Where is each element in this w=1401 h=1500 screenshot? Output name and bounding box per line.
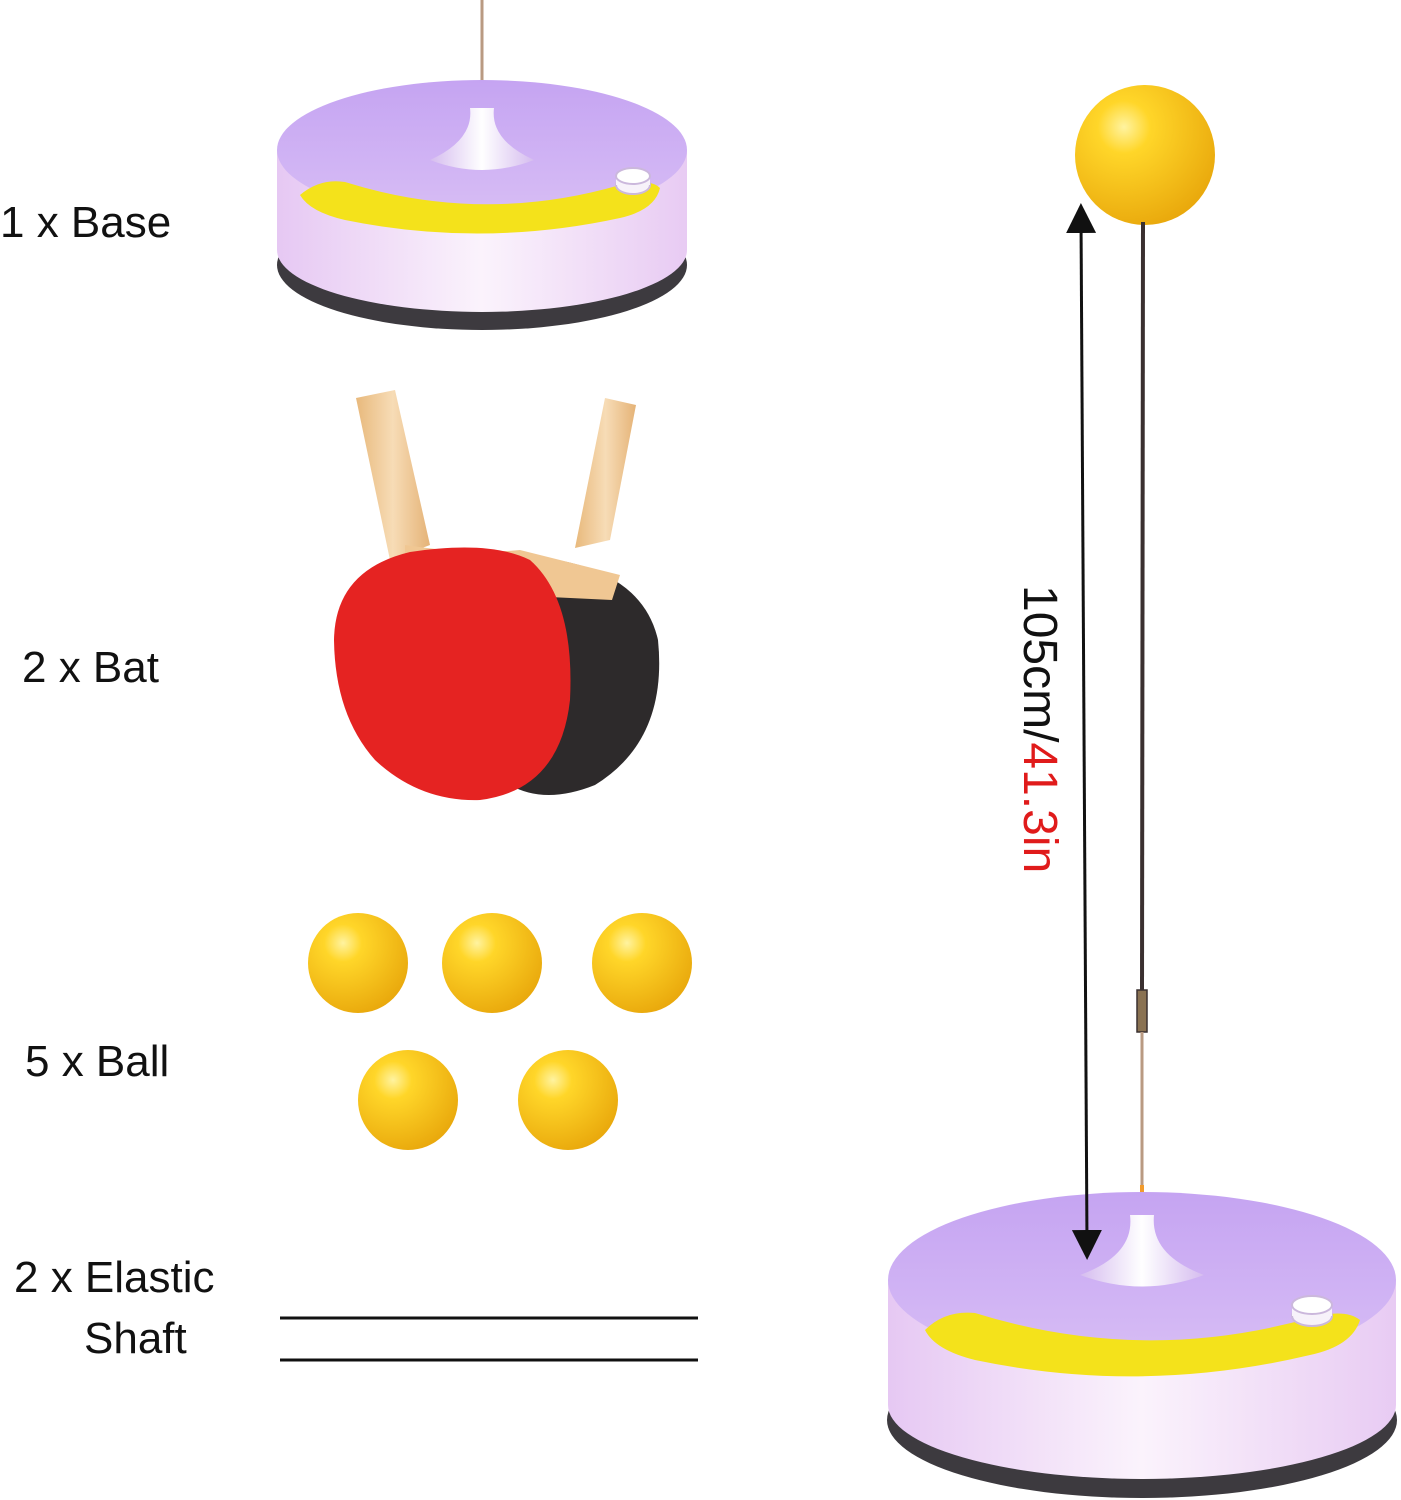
height-arrow [1066, 203, 1102, 1260]
shafts-illustration [280, 1316, 698, 1362]
ball-1 [308, 913, 408, 1013]
balls-illustration [308, 913, 692, 1150]
bat-label: 2 x Bat [22, 643, 159, 692]
ball-label: 5 x Ball [25, 1037, 170, 1086]
ball-2 [442, 913, 542, 1013]
height-dimension-label: 105cm/41.3in [1012, 585, 1067, 873]
bats-illustration [334, 390, 660, 801]
height-metric: 105cm/ [1013, 585, 1066, 743]
height-imperial: 41.3in [1013, 742, 1066, 874]
ball-5 [518, 1050, 618, 1150]
shaft-label-line2: Shaft [84, 1313, 187, 1363]
base-illustration [277, 0, 687, 330]
ball-4 [358, 1050, 458, 1150]
base-label: 1 x Base [0, 198, 172, 247]
shaft-label: 2 x Elastic Shaft [14, 1253, 215, 1364]
assembled-unit-illustration [887, 85, 1397, 1498]
ball-3 [592, 913, 692, 1013]
shaft-label-line1: 2 x Elastic [14, 1253, 215, 1302]
top-ball [1075, 85, 1215, 225]
